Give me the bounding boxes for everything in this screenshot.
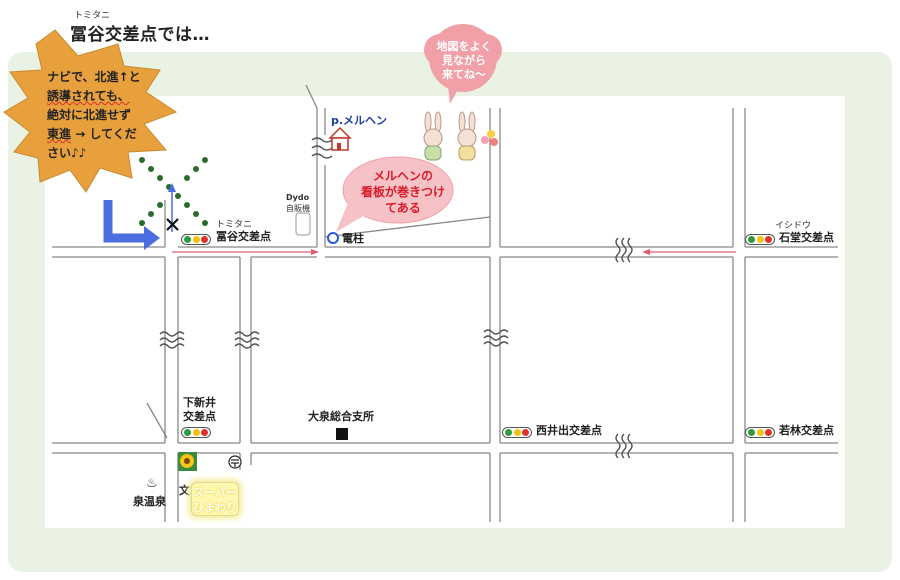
nishiide-intersection-label: 西井出交差点 bbox=[536, 424, 602, 437]
x-mark bbox=[166, 218, 179, 231]
ishido-ruby: イシドウ bbox=[775, 221, 812, 231]
dydo-brand-label: Dydo bbox=[286, 193, 310, 202]
marchen-label: p.メルヘン bbox=[331, 114, 388, 127]
road-break-marks bbox=[159, 137, 633, 459]
sunflower-icon bbox=[178, 452, 197, 471]
onsen-label: 泉温泉 bbox=[133, 495, 166, 508]
post-office-icon bbox=[228, 455, 242, 469]
sign-line: メルヘンの bbox=[372, 169, 433, 183]
traffic-light-icon bbox=[745, 427, 775, 438]
vending-machine-label: 自販機 bbox=[286, 204, 310, 213]
page-title: 冨谷交差点では… bbox=[70, 25, 210, 45]
starburst-east-line: 東進 → してくだ bbox=[47, 125, 141, 144]
starburst-line: 誘導されても、 bbox=[47, 89, 130, 103]
rabbit-illustration-left bbox=[423, 111, 443, 161]
starburst-line: 絶対に北進せず bbox=[47, 108, 132, 122]
starburst-callout bbox=[3, 29, 178, 193]
tomitani-intersection-label: 冨谷交差点 bbox=[216, 230, 271, 243]
utility-pole-label: 電柱 bbox=[342, 232, 364, 245]
no-entry-cross bbox=[139, 157, 208, 226]
traffic-light-icon bbox=[502, 427, 532, 438]
branch-office-icon bbox=[336, 428, 348, 440]
sign-callout-bubble bbox=[336, 156, 454, 232]
traffic-light-icon bbox=[181, 234, 211, 245]
route-arrows bbox=[172, 249, 736, 255]
supermarket-label-line1: スーパー bbox=[193, 486, 237, 499]
title-ruby: トミタニ bbox=[74, 11, 111, 21]
tomitani-ruby: トミタニ bbox=[216, 220, 253, 230]
sign-callout-text: メルヘンの 看板が巻きつけ てある bbox=[348, 168, 458, 216]
cloud-text: 地図をよく 見ながら 来てね～ bbox=[424, 40, 504, 82]
starburst-line: ナビで、北進↑と bbox=[47, 70, 141, 84]
vending-machine-icon bbox=[295, 212, 311, 236]
cloud-line: 見ながら bbox=[442, 54, 486, 67]
cloud-callout bbox=[424, 24, 502, 104]
shimoniii-label-line2: 交差点 bbox=[183, 410, 216, 423]
cloud-line: 地図をよく bbox=[436, 40, 492, 53]
starburst-text: ナビで、北進↑と 誘導されても、 絶対に北進せず 東進 → してくだ さい♪♪ bbox=[47, 68, 141, 163]
starburst-east-word: 東進 bbox=[47, 127, 72, 141]
shimoniii-label-line1: 下新井 bbox=[183, 396, 216, 409]
supermarket-himawari: スーパー ひまわり bbox=[191, 482, 239, 516]
starburst-east-suffix: → してくだ bbox=[71, 127, 137, 141]
ishido-intersection-label: 石堂交差点 bbox=[779, 231, 834, 244]
traffic-light-icon bbox=[745, 234, 775, 245]
cloud-line: 来てね～ bbox=[442, 68, 486, 81]
hot-spring-icon: ♨ bbox=[146, 476, 158, 491]
sign-line: てある bbox=[385, 201, 421, 215]
rabbit-illustration-right bbox=[457, 111, 498, 161]
school-icon: 文 bbox=[179, 484, 190, 497]
traffic-light-icon bbox=[181, 427, 211, 438]
house-icon bbox=[328, 126, 352, 151]
supermarket-label-line2: ひまわり bbox=[193, 501, 237, 514]
oizumi-branch-label: 大泉総合支所 bbox=[308, 410, 374, 423]
wakabayashi-intersection-label: 若林交差点 bbox=[779, 424, 834, 437]
utility-pole-icon bbox=[327, 232, 339, 244]
sign-line: 看板が巻きつけ bbox=[360, 185, 445, 199]
starburst-line: さい♪♪ bbox=[47, 146, 87, 160]
turn-arrow-icon bbox=[103, 200, 146, 243]
